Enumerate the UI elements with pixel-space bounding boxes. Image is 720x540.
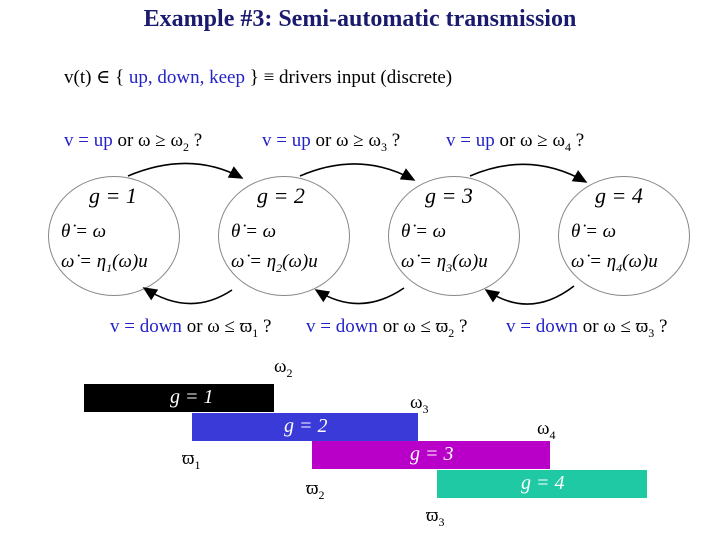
state-g4-eq2-tail: (ω)u [622,251,658,272]
state-g1-eq2-main: ω̇ = η [61,251,107,272]
subtitle-suffix: } ≡ drivers input (discrete) [249,67,453,88]
state-g1-eq1: θ̇ = ω [61,221,107,242]
gear-bar-g1-label: g = 1 [170,386,214,408]
state-g3-eq2: ω̇ = η3(ω)u [401,251,488,276]
gear-bar-g3-label: g = 3 [410,443,454,465]
arrow-up-g1-g2 [127,162,244,179]
state-g3: g = 3 θ̇ = ω ω̇ = η3(ω)u [388,176,520,296]
threshold-varpi1: ϖ1 [182,448,201,473]
state-g2-eq1: θ̇ = ω [231,221,277,242]
state-g2-label: g = 2 [257,183,305,208]
subtitle-prefix: v(t) ∈ { [64,67,125,88]
arrow-up-g2-g3 [299,163,416,181]
state-g1-eta-sub: 1 [106,260,113,275]
threshold-omega3-sym: ω [410,392,423,413]
threshold-varpi2-sub: 2 [318,487,325,502]
down-condition-3-rest: or ω ≤ ϖ [582,316,649,337]
threshold-varpi2: ϖ2 [306,478,325,503]
subtitle-values: up, down, keep [128,67,245,88]
state-g2-eta-sub: 2 [276,260,283,275]
down-condition-2-rest: or ω ≤ ϖ [382,316,449,337]
down-condition-2-v: v = down [306,316,378,337]
arrow-down-g3-g2 [314,287,405,305]
down-condition-2-q: ? [458,316,468,337]
up-condition-2: v = up or ω ≥ ω3 ? [262,130,400,155]
up-condition-1-sub: 2 [183,139,189,154]
up-condition-2-v: v = up [262,130,311,151]
down-condition-2: v = down or ω ≤ ϖ2 ? [306,316,467,341]
state-g2-eq2: ω̇ = η2(ω)u [231,251,318,276]
up-condition-2-sub: 3 [381,139,387,154]
up-condition-2-rest: or ω ≥ ω [315,130,381,151]
down-condition-1-sub: 1 [252,325,259,340]
state-g1-eq2: ω̇ = η1(ω)u [61,251,148,276]
threshold-omega3: ω3 [410,392,429,417]
threshold-varpi3: ϖ3 [426,505,445,530]
state-g1-eq2-tail: (ω)u [112,251,148,272]
threshold-omega2-sub: 2 [286,365,293,380]
threshold-omega4-sub: 4 [549,427,556,442]
gear-bar-g4: g = 4 [437,470,647,498]
state-g4-eq2-main: ω̇ = η [571,251,617,272]
state-g4-eq2: ω̇ = η4(ω)u [571,251,658,276]
state-g2-eq2-main: ω̇ = η [231,251,277,272]
up-condition-3-sub: 4 [565,139,571,154]
down-condition-1: v = down or ω ≤ ϖ1 ? [110,316,271,341]
down-condition-3-v: v = down [506,316,578,337]
state-g4-eta-sub: 4 [616,260,623,275]
threshold-varpi3-sub: 3 [438,514,445,529]
slide-title: Example #3: Semi-automatic transmission [143,6,577,32]
state-g3-eta-sub: 3 [446,260,453,275]
arrow-down-g4-g3 [484,285,575,305]
threshold-omega4: ω4 [537,418,556,443]
gear-bar-g4-label: g = 4 [521,472,565,494]
threshold-omega2: ω2 [274,356,293,381]
down-condition-1-rest: or ω ≤ ϖ [186,316,253,337]
up-condition-3-q: ? [575,130,585,151]
down-condition-2-sub: 2 [448,325,455,340]
gear-bar-g1: g = 1 [84,384,274,412]
threshold-varpi3-sym: ϖ [426,505,439,526]
state-g3-eq2-main: ω̇ = η [401,251,447,272]
threshold-varpi1-sym: ϖ [182,448,195,469]
subtitle: v(t) ∈ { up, down, keep } ≡ drivers inpu… [64,66,452,89]
threshold-varpi2-sym: ϖ [306,478,319,499]
state-g3-eq1: θ̇ = ω [401,221,447,242]
up-condition-2-q: ? [391,130,401,151]
down-condition-1-q: ? [262,316,272,337]
up-condition-1-q: ? [193,130,203,151]
up-condition-3-v: v = up [446,130,495,151]
up-condition-1-rest: or ω ≥ ω [117,130,183,151]
state-g3-label: g = 3 [425,183,473,208]
threshold-omega4-sym: ω [537,418,550,439]
gear-bar-g3: g = 3 [312,441,550,469]
state-g4-label: g = 4 [595,183,643,208]
down-condition-1-v: v = down [110,316,182,337]
state-g2-eq2-tail: (ω)u [282,251,318,272]
up-condition-1-v: v = up [64,130,113,151]
threshold-varpi1-sub: 1 [194,457,201,472]
state-g1-label: g = 1 [89,183,137,208]
state-g3-eq2-tail: (ω)u [452,251,488,272]
state-g2: g = 2 θ̇ = ω ω̇ = η2(ω)u [218,176,350,296]
down-condition-3-q: ? [658,316,668,337]
state-g1: g = 1 θ̇ = ω ω̇ = η1(ω)u [48,176,180,296]
down-condition-3-sub: 3 [648,325,655,340]
up-condition-3-rest: or ω ≥ ω [499,130,565,151]
state-g4: g = 4 θ̇ = ω ω̇ = η4(ω)u [558,176,690,296]
up-condition-3: v = up or ω ≥ ω4 ? [446,130,584,155]
threshold-omega2-sym: ω [274,356,287,377]
up-condition-1: v = up or ω ≥ ω2 ? [64,130,202,155]
arrow-up-g3-g4 [469,163,588,183]
state-g4-eq1: θ̇ = ω [571,221,617,242]
arrow-down-g2-g1 [142,287,233,305]
gear-bar-g2: g = 2 [192,413,418,441]
down-condition-3: v = down or ω ≤ ϖ3 ? [506,316,667,341]
gear-bar-g2-label: g = 2 [284,415,328,437]
threshold-omega3-sub: 3 [422,401,429,416]
